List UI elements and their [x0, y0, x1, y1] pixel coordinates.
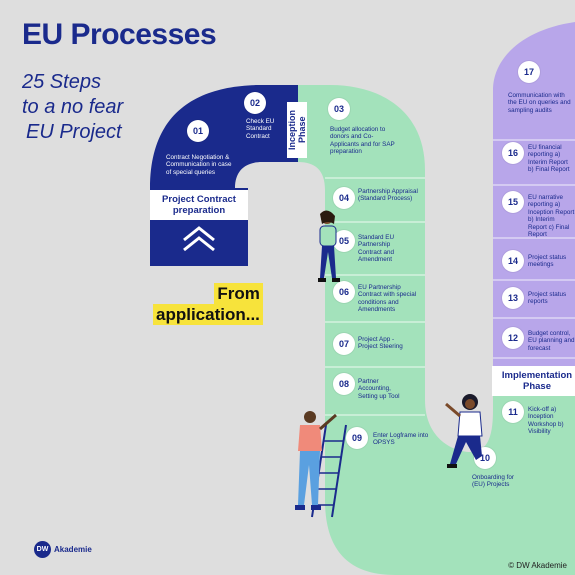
man-on-ladder-illustration: [295, 411, 347, 518]
implementation-phase-label: Implementation Phase: [492, 366, 575, 396]
dw-logo-text: Akademie: [54, 545, 92, 554]
copyright: © DW Akademie: [508, 561, 567, 570]
step-number-15: 15: [502, 191, 524, 213]
dw-akademie-logo: DW Akademie: [34, 541, 92, 558]
step-text-07: Project App - Project Steering: [358, 336, 403, 351]
from-application-callout: From application...: [153, 283, 263, 325]
page-title: EU Processes: [22, 18, 217, 51]
step-text-09: Enter Logframe into OPSYS: [373, 432, 429, 447]
inception-phase-label: Inception Phase: [287, 102, 307, 158]
step-text-14: Project status meetings: [528, 254, 567, 269]
step-number-01: 01: [187, 120, 209, 142]
step-number-14: 14: [502, 250, 524, 272]
dw-logo-icon: DW: [34, 541, 51, 558]
step-text-06: EU Partnership Contract with special con…: [358, 284, 417, 314]
step-number-02: 02: [244, 92, 266, 114]
step-number-05: 05: [333, 230, 355, 252]
step-number-08: 08: [333, 373, 355, 395]
step-text-15: EU narrative reporting a) Inception Repo…: [528, 194, 575, 239]
chevron-up-icon: [183, 226, 215, 252]
inception-phase-road: [298, 85, 575, 575]
step-text-02: Check EU Standard Contract: [246, 118, 275, 140]
step-number-03: 03: [328, 98, 350, 120]
step-text-16: EU financial reporting a) Interim Report…: [528, 144, 570, 174]
woman-sitting-illustration: [318, 210, 340, 282]
step-text-12: Budget control, EU planning and forecast: [528, 330, 575, 352]
step-text-01: Contract Negotiation & Communication in …: [166, 154, 232, 176]
step-number-09: 09: [346, 427, 368, 449]
project-contract-label: Project Contract preparation: [150, 190, 248, 220]
step-number-11: 11: [502, 401, 524, 423]
step-text-05: Standard EU Partnership Contract and Ame…: [358, 234, 395, 264]
step-text-13: Project status reports: [528, 291, 567, 306]
step-text-10: Onboarding for (EU) Projects: [472, 474, 515, 489]
step-text-03: Budget allocation to donors and Co-Appli…: [330, 126, 395, 156]
step-number-07: 07: [333, 333, 355, 355]
step-number-13: 13: [502, 287, 524, 309]
implementation-phase-road: [493, 22, 575, 410]
step-number-16: 16: [502, 142, 524, 164]
woman-in-hijab-illustration: [445, 394, 483, 468]
step-text-11: Kick-off a) Inception Workshop b) Visibi…: [528, 406, 564, 436]
subtitle: 25 Steps to a no fear EU Project: [22, 71, 124, 143]
step-number-04: 04: [333, 187, 355, 209]
step-text-04: Partnership Appraisal (Standard Process): [358, 188, 418, 203]
step-number-17: 17: [518, 61, 540, 83]
step-number-06: 06: [333, 281, 355, 303]
step-number-12: 12: [502, 327, 524, 349]
step-text-08: Partner Accounting, Setting up Tool: [358, 378, 400, 400]
step-text-17: Communication with the EU on queries and…: [508, 92, 571, 114]
